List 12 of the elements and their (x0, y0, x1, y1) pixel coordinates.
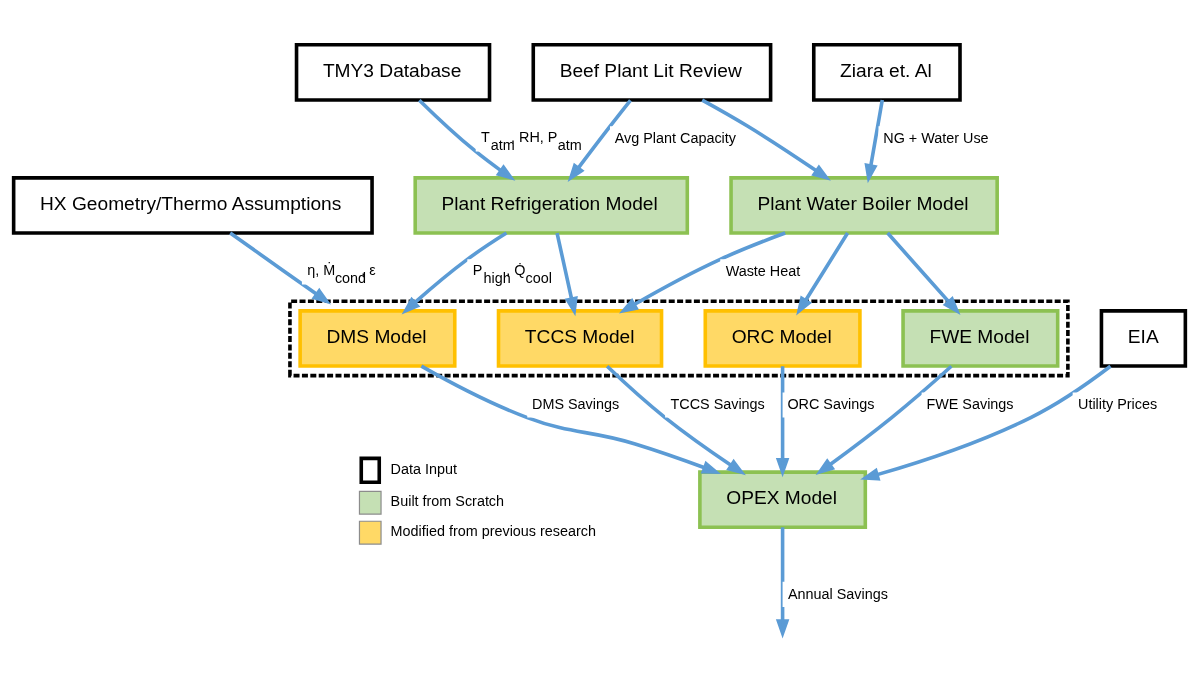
edge-label: NG + Water Use (883, 130, 989, 147)
legend-label: Modified from previous research (390, 523, 596, 540)
legend-label: Data Input (390, 461, 457, 478)
edge-label: Utility Prices (1078, 396, 1158, 413)
legend-label: Built from Scratch (390, 493, 505, 510)
edge-label: FWE Savings (926, 396, 1014, 413)
edge-label: Annual Savings (787, 585, 888, 602)
edge-label: TCCS Savings (670, 396, 765, 413)
edge-label: ORC Savings (787, 396, 875, 413)
edge-label: Waste Heat (725, 263, 801, 280)
edge-label: Avg Plant Capacity (614, 130, 736, 147)
edge-label: DMS Savings (532, 396, 620, 413)
